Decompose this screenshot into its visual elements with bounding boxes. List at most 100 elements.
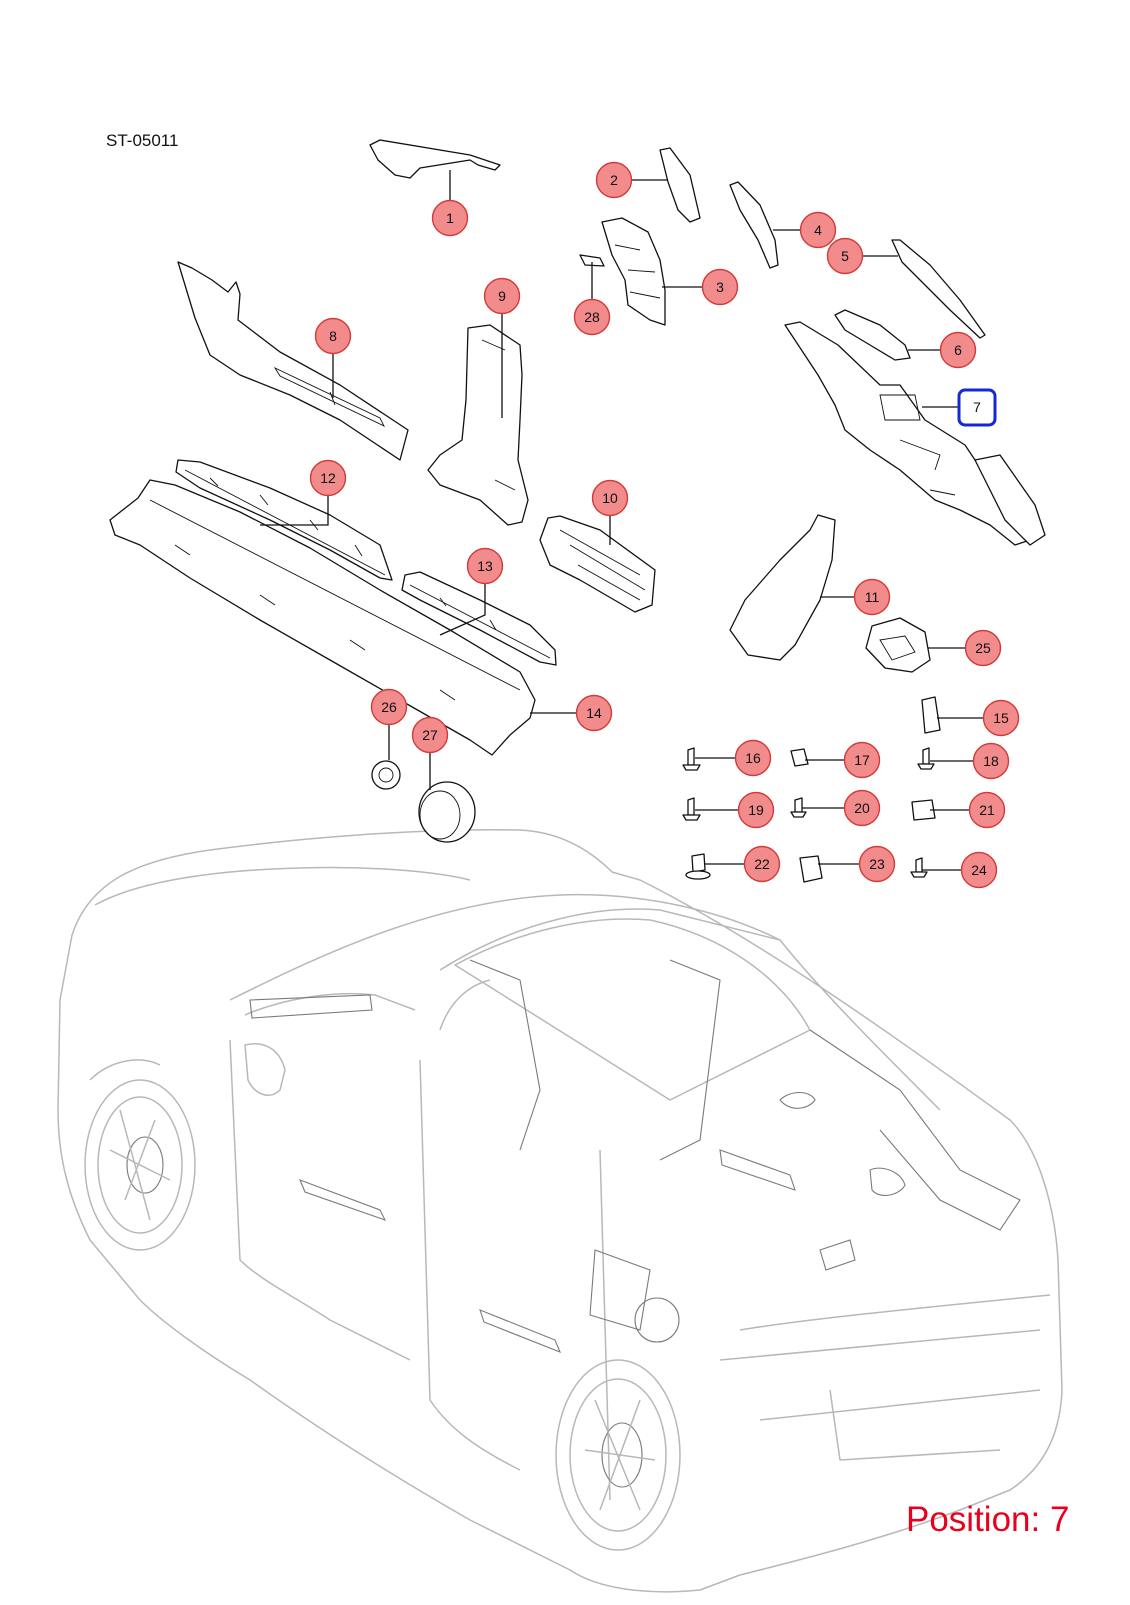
callout-26[interactable]: 26: [370, 688, 408, 726]
callout-12-label: 12: [320, 470, 336, 486]
callout-17-circle: [843, 741, 881, 779]
leader-lines: [260, 170, 985, 871]
callout-12[interactable]: 12: [309, 459, 347, 497]
callout-24[interactable]: 24: [960, 851, 998, 889]
callout-15-circle: [982, 699, 1020, 737]
callout-22-label: 22: [754, 856, 770, 872]
callout-9-circle: [483, 277, 521, 315]
callout-1-label: 1: [446, 210, 454, 226]
callout-22[interactable]: 22: [743, 845, 781, 883]
callout-17-label: 17: [854, 752, 870, 768]
callout-26-circle: [370, 688, 408, 726]
callout-18[interactable]: 18: [972, 742, 1010, 780]
callout-9-label: 9: [498, 288, 506, 304]
part-21-clip: [911, 799, 936, 821]
callout-14-circle: [575, 694, 613, 732]
callout-19[interactable]: 19: [737, 791, 775, 829]
callout-22-circle: [743, 845, 781, 883]
callout-11-label: 11: [865, 589, 880, 605]
callout-25-label: 25: [975, 640, 991, 656]
part-17-clip: [790, 748, 809, 767]
part-9-pillar-trim: [427, 324, 529, 526]
callout-16[interactable]: 16: [734, 739, 772, 777]
callout-27[interactable]: 27: [411, 716, 449, 754]
callout-3-label: 3: [716, 279, 724, 295]
part-8-sill-plate: [177, 261, 409, 461]
part-10-scuff-plate: [539, 515, 656, 613]
callout-5[interactable]: 5: [826, 237, 864, 275]
callout-20-circle: [843, 789, 881, 827]
callout-20[interactable]: 20: [843, 789, 881, 827]
callout-26-label: 26: [381, 699, 397, 715]
callout-15[interactable]: 15: [982, 699, 1020, 737]
callout-8-label: 8: [329, 328, 337, 344]
callout-16-label: 16: [745, 750, 761, 766]
part-23-nut: [799, 855, 823, 883]
part-18-screw: [922, 747, 930, 765]
part-4-trim: [729, 181, 779, 269]
callout-14[interactable]: 14: [575, 694, 613, 732]
callout-13[interactable]: 13: [466, 547, 504, 585]
callout-28[interactable]: 28: [573, 298, 611, 336]
callout-17[interactable]: 17: [843, 741, 881, 779]
callout-2-circle: [595, 161, 633, 199]
callout-21-label: 21: [979, 802, 995, 818]
callout-6-circle: [939, 331, 977, 369]
callout-3[interactable]: 3: [701, 268, 739, 306]
callout-1[interactable]: 1: [431, 199, 469, 237]
callout-6[interactable]: 6: [939, 331, 977, 369]
callout-21-circle: [968, 791, 1006, 829]
part-25-lamp: [865, 617, 931, 673]
callout-23-circle: [858, 845, 896, 883]
callout-3-circle: [701, 268, 739, 306]
callout-13-circle: [466, 547, 504, 585]
callout-19-circle: [737, 791, 775, 829]
diagram-code: ST-05011: [106, 131, 179, 150]
position-label: Position: 7: [906, 1500, 1070, 1539]
vehicle-outline: [57, 829, 1063, 1593]
callout-5-label: 5: [841, 248, 849, 264]
callout-2[interactable]: 2: [595, 161, 633, 199]
callout-14-label: 14: [586, 705, 602, 721]
callout-11[interactable]: 11: [853, 578, 891, 616]
callout-7[interactable]: 7: [973, 399, 981, 415]
callout-19-label: 19: [748, 802, 764, 818]
callout-15-label: 15: [993, 710, 1009, 726]
callout-27-circle: [411, 716, 449, 754]
part-13-rocker-trim: [401, 571, 557, 666]
callout-16-circle: [734, 739, 772, 777]
callout-4-circle: [799, 211, 837, 249]
callout-12-circle: [309, 459, 347, 497]
callout-10[interactable]: 10: [591, 479, 629, 517]
callout-2-label: 2: [610, 172, 618, 188]
callout-25[interactable]: 25: [964, 629, 1002, 667]
callout-23[interactable]: 23: [858, 845, 896, 883]
callout-27-label: 27: [422, 727, 438, 743]
selected-position-highlight: [957, 388, 997, 427]
part-5-trim: [891, 239, 986, 339]
callout-10-label: 10: [602, 490, 618, 506]
callout-21[interactable]: 21: [968, 791, 1006, 829]
callout-28-label: 28: [584, 309, 600, 325]
callout-13-label: 13: [477, 558, 493, 574]
callout-24-label: 24: [971, 862, 987, 878]
part-11-pillar-trim: [729, 514, 836, 661]
callout-6-label: 6: [954, 342, 962, 358]
part-19-screw: [687, 797, 695, 816]
part-22-nut: [691, 853, 706, 873]
part-16-screw: [687, 747, 695, 766]
callout-9[interactable]: 9: [483, 277, 521, 315]
callout-8-circle: [314, 317, 352, 355]
callout-18-label: 18: [983, 753, 999, 769]
callout-8[interactable]: 8: [314, 317, 352, 355]
part-3-bracket: [601, 217, 666, 326]
callout-4[interactable]: 4: [799, 211, 837, 249]
part-24-screw: [915, 857, 923, 873]
callout-11-circle: [853, 578, 891, 616]
part-15-cap: [921, 696, 941, 734]
callout-7-label: 7: [973, 399, 981, 415]
part-28-clip: [579, 254, 605, 267]
part-26-grommet: [371, 760, 401, 790]
